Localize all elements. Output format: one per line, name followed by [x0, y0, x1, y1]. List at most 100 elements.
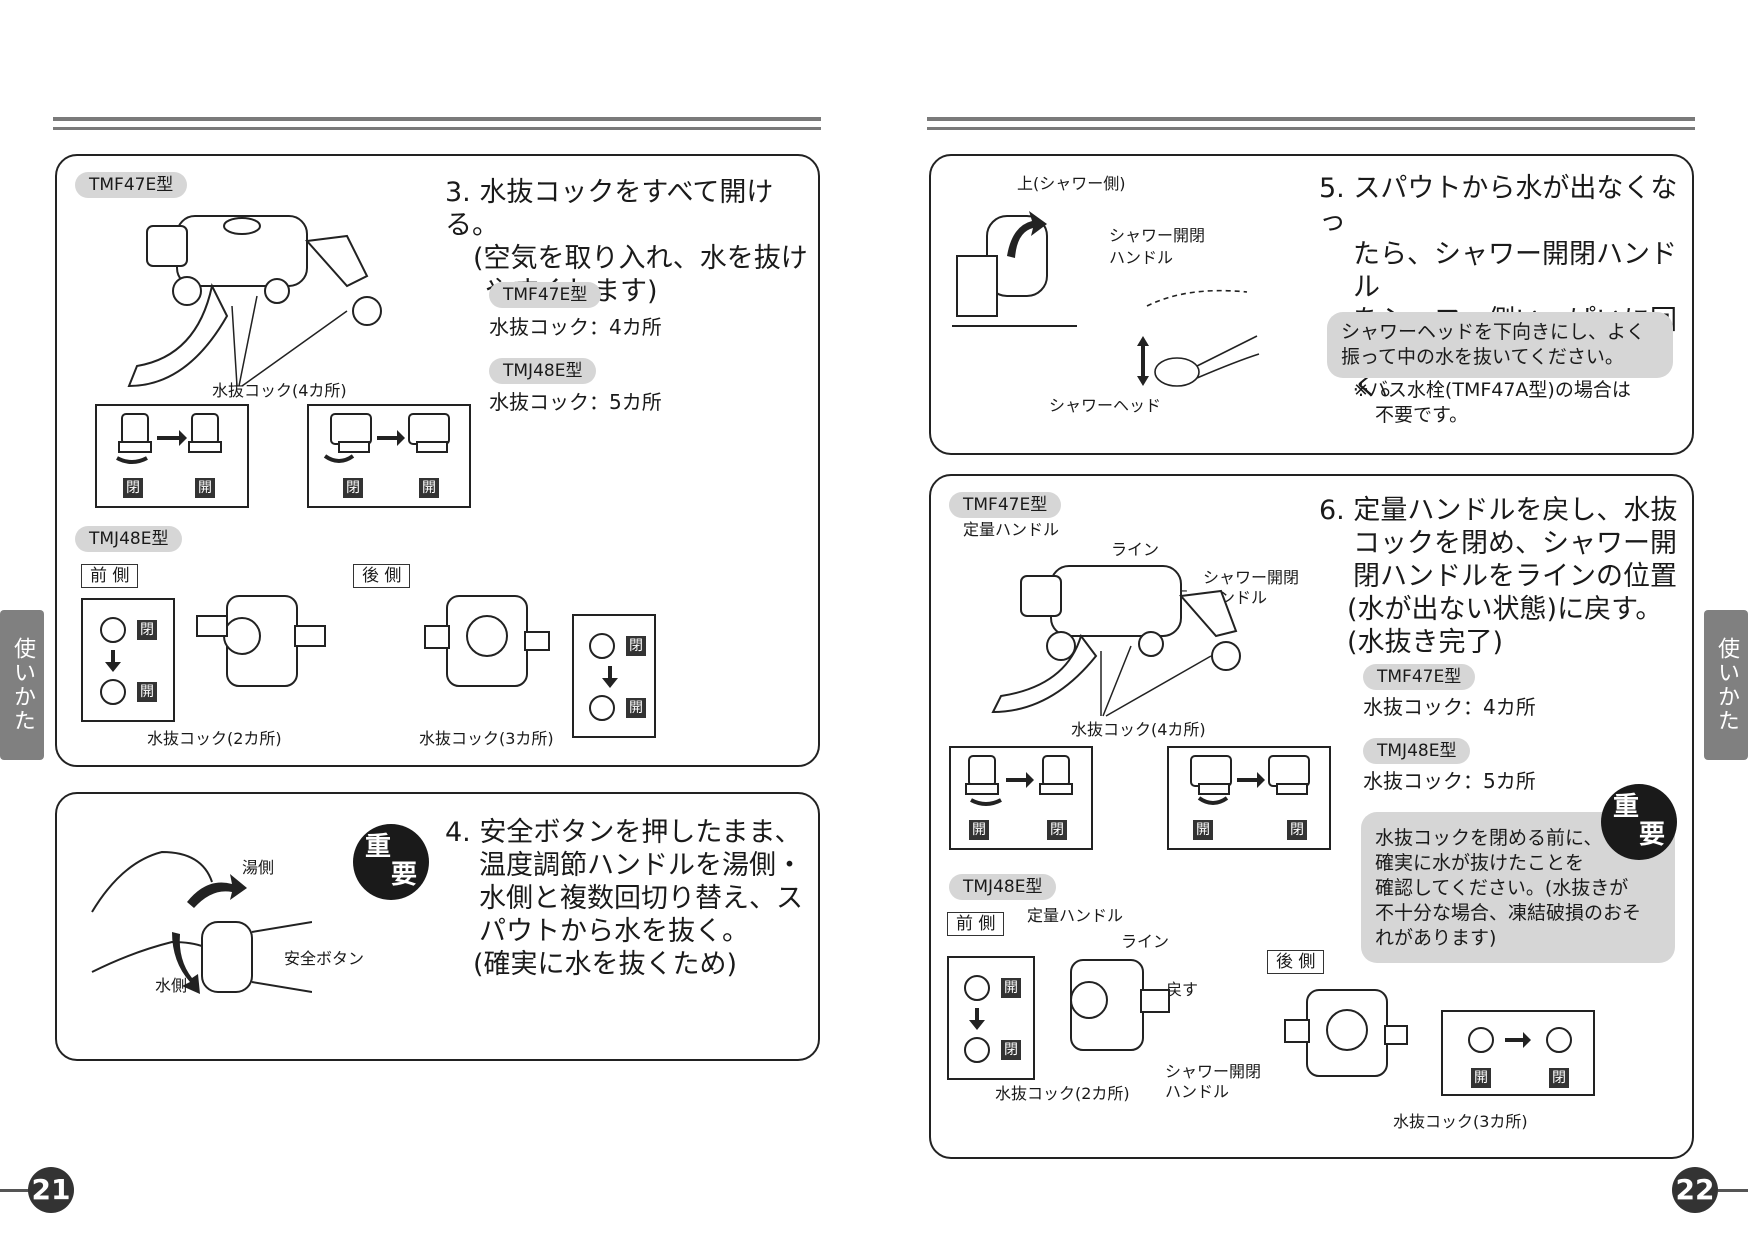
safety-button-label: 安全ボタン [284, 949, 365, 968]
valve-turn-icon [965, 755, 1073, 806]
step6-line-2: コックを閉め、シャワー開 [1353, 528, 1677, 559]
open-badge: 開 [1471, 1068, 1491, 1088]
valve-detail-box-2: 開 閉 [1167, 746, 1331, 850]
open-badge: 開 [626, 698, 646, 718]
step6-line-5: (水抜き完了) [1347, 627, 1504, 658]
important-char-2: 要 [391, 860, 418, 890]
tmj48e-rear-illustration [424, 595, 550, 687]
closed-badge: 閉 [1287, 820, 1307, 840]
step6-note-line-3: 確認してください。(水抜きが [1375, 877, 1629, 899]
cock4-label: 水抜コック(4カ所) [212, 381, 347, 400]
page-number-right: 22 [1672, 1167, 1718, 1213]
teiryo-handle-label: 定量ハンドル [963, 520, 1060, 539]
open-badge: 開 [1193, 820, 1213, 840]
step5-footnote-line-1: ※バス水栓(TMF47A型)の場合は [1353, 379, 1631, 401]
step5-note-line-1: シャワーヘッドを下向きにし、よく [1341, 321, 1646, 343]
closed-badge: 閉 [1001, 1040, 1021, 1060]
front-valve-box: 閉 開 [81, 598, 175, 722]
page-number-left: 21 [28, 1167, 74, 1213]
step6-line-1: 6. 定量ハンドルを戻し、水抜 [1319, 495, 1678, 526]
valve-turn-icon [116, 413, 222, 464]
shower-handle-label-b1: シャワー開閉 [1165, 1062, 1262, 1081]
cock2-label: 水抜コック(2カ所) [147, 729, 282, 748]
step3-line-2: (空気を取り入れ、水を抜け [473, 243, 808, 274]
closed-badge: 閉 [626, 636, 646, 656]
step6-note-line-4: 不十分な場合、凍結破損のおそ [1375, 902, 1642, 924]
step5-line-2: たら、シャワー開閉ハンドル [1353, 239, 1677, 303]
model-pill-b: TMJ48E型 [75, 526, 183, 552]
line-label-b: ライン [1121, 932, 1170, 951]
step4-line-1: 4. 安全ボタンを押したまま、 [445, 817, 802, 848]
top-rule-left-1 [53, 117, 821, 121]
cock4-label: 水抜コック(4カ所) [1071, 720, 1206, 739]
front-side-label: 前 側 [81, 564, 139, 588]
top-rule-right-2 [927, 127, 1695, 130]
important-badge: 重 要 [1601, 784, 1677, 860]
step6-note-line-1: 水抜コックを閉める前に、 [1375, 827, 1603, 849]
step5-line-1: 5. スパウトから水が出なくなっ [1319, 173, 1678, 237]
front-valve-box: 開 閉 [947, 956, 1035, 1080]
open-badge: 開 [1001, 978, 1021, 998]
knob-turn-icon [1468, 1027, 1572, 1053]
faucet-tmf47e-illustration [127, 215, 382, 388]
spec1-text: 水抜コック：4カ所 [1363, 695, 1536, 719]
page-line-right [1718, 1189, 1748, 1192]
tmj48e-front-illustration [1070, 959, 1170, 1051]
rear-valve-box: 開 閉 [1441, 1010, 1595, 1096]
step6-panel: TMF47E型 定量ハンドル ライン 戻す シャワー開閉 ハンドル 水抜コック(… [929, 474, 1694, 1159]
valve-turn-icon [323, 413, 450, 463]
spec2-text: 水抜コック：5カ所 [489, 390, 662, 414]
model-pill: TMF47E型 [949, 492, 1062, 518]
step6-title: 6. 定量ハンドルを戻し、水抜 コックを閉め、シャワー開 閉ハンドルをラインの位… [1319, 494, 1677, 659]
cock2-label: 水抜コック(2カ所) [995, 1084, 1130, 1103]
step4-line-3: 水側と複数回切り替え、ス [479, 883, 803, 914]
step5-note: シャワーヘッドを下向きにし、よく 振って中の水を抜いてください。 [1327, 312, 1673, 378]
spec2-model: TMJ48E型 [489, 358, 597, 384]
up-shower-label: 上(シャワー側) [1017, 174, 1126, 193]
rear-side-label: 後 側 [1267, 950, 1325, 974]
shower-handle-illustration [952, 211, 1260, 387]
important-char-1: 重 [1613, 792, 1640, 822]
teiryo-handle-label-b: 定量ハンドル [1027, 906, 1124, 925]
shower-handle-label-1: シャワー開閉 [1109, 226, 1206, 245]
model-pill: TMF47E型 [75, 172, 188, 198]
step3-panel: TMF47E型 水抜コック(4カ所) 閉 [55, 154, 820, 767]
rear-side-label: 後 側 [353, 564, 411, 588]
step4-line-5: (確実に水を抜くため) [473, 949, 738, 980]
closed-badge: 閉 [1047, 820, 1067, 840]
spec1-text: 水抜コック：4カ所 [489, 315, 662, 339]
hot-label: 湯側 [242, 858, 275, 877]
closed-badge: 閉 [1549, 1068, 1569, 1088]
step4-panel: 湯側 水側 安全ボタン 重 要 4. 安全ボタンを押したまま、 温度調節ハンドル… [55, 792, 820, 1061]
shower-head-label: シャワーヘッド [1049, 396, 1162, 415]
important-badge: 重 要 [353, 824, 429, 900]
spec1-model: TMF47E型 [489, 282, 602, 308]
tmj48e-front-illustration [196, 595, 326, 687]
shower-handle-label-1: シャワー開閉 [1203, 568, 1300, 587]
spec1-model: TMF47E型 [1363, 664, 1476, 690]
valve-detail-box-1: 開 閉 [949, 746, 1093, 850]
open-badge: 開 [195, 478, 215, 498]
closed-badge: 閉 [343, 478, 363, 498]
faucet-tmf47e-illustration [991, 565, 1241, 717]
open-badge: 開 [419, 478, 439, 498]
step6-line-4: (水が出ない状態)に戻す。 [1347, 594, 1663, 625]
line-label: ライン [1111, 540, 1160, 559]
side-tab-left[interactable]: 使いかた [0, 610, 44, 760]
hand-turning-handle-illustration [91, 850, 312, 994]
top-rule-left-2 [53, 127, 821, 130]
cock3-label: 水抜コック(3カ所) [1393, 1112, 1528, 1131]
step4-line-2: 温度調節ハンドルを湯側・ [479, 850, 803, 881]
shower-handle-label-2: ハンドル [1109, 248, 1174, 267]
valve-detail-box-1: 閉 開 [95, 404, 249, 508]
step4-title: 4. 安全ボタンを押したまま、 温度調節ハンドルを湯側・ 水側と複数回切り替え、… [445, 816, 803, 981]
front-side-label: 前 側 [947, 912, 1005, 936]
important-char-2: 要 [1639, 820, 1666, 850]
valve-detail-box-2: 閉 開 [307, 404, 471, 508]
side-tab-right[interactable]: 使いかた [1704, 610, 1748, 760]
step3-title: 3. 水抜コックをすべて開ける。 (空気を取り入れ、水を抜け やすくします) [445, 176, 818, 308]
page-line-left [0, 1189, 30, 1192]
open-badge: 開 [969, 820, 989, 840]
shower-handle-label-b2: ハンドル [1165, 1082, 1230, 1101]
valve-turn-icon [1190, 755, 1310, 805]
